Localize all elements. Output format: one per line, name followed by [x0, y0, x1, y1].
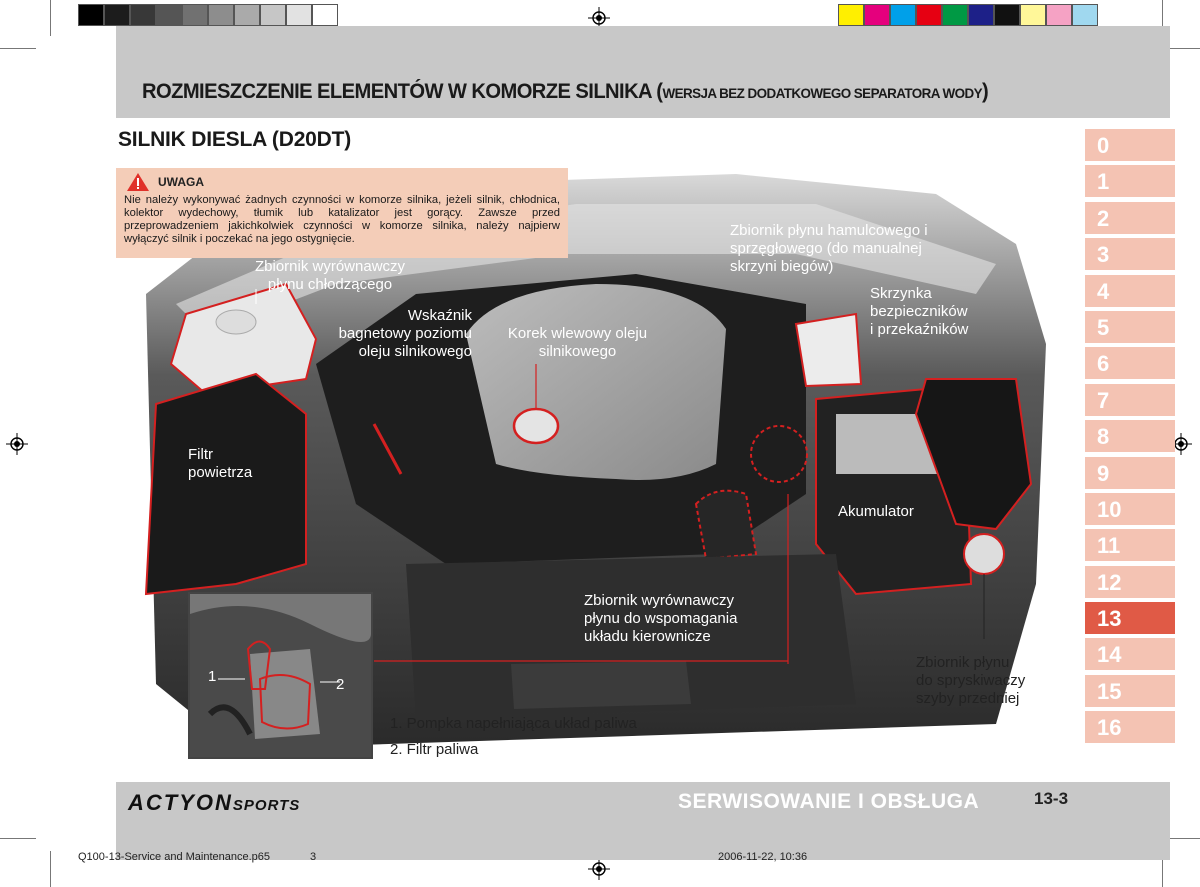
tab-chapter-4[interactable]: 4	[1085, 274, 1175, 307]
tab-chapter-2[interactable]: 2	[1085, 201, 1175, 234]
warning-triangle-icon	[127, 173, 149, 191]
warning-box: UWAGA Nie należy wykonywać żadnych czynn…	[116, 168, 568, 258]
crop-mark	[0, 48, 36, 49]
fuel-system-inset-photo: 1 2	[188, 592, 373, 759]
inset-label-2: 2	[336, 676, 345, 693]
chapter-tabs: 0 1 2 3 4 5 6 7 8 9 10 11 12 13 14 15 16	[1085, 129, 1175, 748]
warning-title: UWAGA	[126, 172, 560, 192]
registration-mark-top-icon	[588, 7, 610, 29]
tab-chapter-14[interactable]: 14	[1085, 638, 1175, 671]
inset-legend-item-2: 2. Filtr paliwa	[390, 741, 479, 758]
crop-mark	[1162, 851, 1163, 887]
header-band	[116, 26, 1170, 118]
tab-chapter-1[interactable]: 1	[1085, 165, 1175, 198]
tab-chapter-0[interactable]: 0	[1085, 129, 1175, 161]
tab-chapter-11[interactable]: 11	[1085, 529, 1175, 562]
tab-chapter-16[interactable]: 16	[1085, 711, 1175, 744]
print-slug-date: 2006-11-22, 10:36	[718, 851, 808, 863]
brand-logo: ACTYONSPORTS	[128, 790, 301, 815]
inset-legend-item-1: 1. Pompka napełniająca układ paliwa	[390, 715, 637, 732]
section-subtitle: SILNIK DIESLA (D20DT)	[118, 128, 352, 151]
crop-mark	[1164, 48, 1200, 49]
tab-chapter-3[interactable]: 3	[1085, 238, 1175, 271]
print-slug-page: 3	[310, 851, 317, 863]
print-slug-file: Q100-13-Service and Maintenance.p65	[78, 851, 271, 863]
color-calibration-bar	[838, 4, 1098, 26]
footer-section-title: SERWISOWANIE I OBSŁUGA	[678, 790, 980, 813]
grayscale-color-bar	[78, 4, 338, 26]
label-battery: Akumulator	[838, 503, 914, 520]
crop-mark	[50, 851, 51, 887]
tab-chapter-7[interactable]: 7	[1085, 383, 1175, 416]
tab-chapter-8[interactable]: 8	[1085, 420, 1175, 453]
tab-chapter-6[interactable]: 6	[1085, 347, 1175, 380]
warning-text: Nie należy wykonywać żadnych czynności w…	[124, 194, 560, 245]
tab-chapter-12[interactable]: 12	[1085, 565, 1175, 598]
footer-band	[116, 782, 1170, 860]
tab-chapter-10[interactable]: 10	[1085, 492, 1175, 525]
inset-label-1: 1	[208, 668, 217, 685]
page-number: 13-3	[1034, 789, 1069, 808]
tab-chapter-5[interactable]: 5	[1085, 310, 1175, 343]
crop-mark	[0, 838, 36, 839]
registration-mark-left-icon	[6, 433, 28, 455]
tab-chapter-13[interactable]: 13	[1085, 602, 1175, 635]
registration-mark-bottom-icon	[588, 858, 610, 880]
crop-mark	[1164, 838, 1200, 839]
tab-chapter-9[interactable]: 9	[1085, 456, 1175, 489]
tab-chapter-15[interactable]: 15	[1085, 674, 1175, 707]
crop-mark	[1162, 0, 1163, 36]
page-title: ROZMIESZCZENIE ELEMENTÓW W KOMORZE SILNI…	[142, 80, 989, 103]
crop-mark	[50, 0, 51, 36]
